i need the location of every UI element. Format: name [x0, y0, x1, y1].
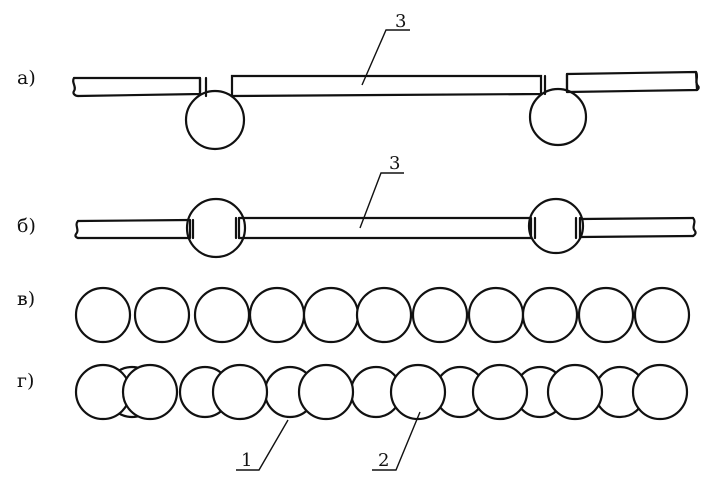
row-b-sheet-edge-mid-right: [529, 216, 537, 240]
row-b-circle-left: [185, 197, 247, 259]
row-g-diagram: г) 1 2: [17, 363, 689, 471]
row-b-sheet-edge-left: [188, 218, 195, 240]
row-a-callout-3: 3: [361, 11, 410, 86]
row-b-sheet-left: [74, 218, 192, 240]
row-g-large-circle-2: [121, 363, 179, 421]
row-g-large-circle-7: [546, 363, 604, 421]
row-v-circle-2: [133, 286, 191, 344]
row-g-callout-1-text: 1: [241, 450, 252, 471]
row-label-g: г): [17, 370, 34, 392]
row-b-callout-3-text: 3: [389, 153, 400, 174]
row-v-circle-chain: [74, 286, 691, 344]
row-g-large-circle-6: [471, 363, 529, 421]
row-a-sheet-left: [72, 76, 202, 98]
row-v-diagram: в): [17, 286, 691, 344]
row-a-circle-left: [184, 89, 246, 151]
row-label-b: б): [17, 215, 36, 237]
row-g-callout-1: 1: [236, 419, 289, 471]
row-b-sheet-right: [578, 216, 697, 239]
row-g-large-circle-3: [211, 363, 269, 421]
row-v-circle-10: [577, 286, 635, 344]
row-g-large-circle-5: [389, 363, 447, 421]
row-v-circle-8: [467, 286, 525, 344]
row-g-large-circle-4: [297, 363, 355, 421]
row-a-circle-right: [528, 87, 588, 147]
row-v-circle-7: [411, 286, 469, 344]
row-v-circle-9: [521, 286, 579, 344]
row-g-callout-2-text: 2: [378, 450, 389, 471]
row-v-circle-4: [248, 286, 306, 344]
row-b-diagram: б) 3: [17, 153, 697, 259]
row-g-large-circle-8: [631, 363, 689, 421]
row-b-sheet-middle: [237, 216, 533, 240]
row-b-sheet-edge-right: [574, 216, 582, 240]
row-b-sheet-edge-mid-left: [234, 216, 241, 240]
row-g-callout-2: 2: [372, 411, 421, 471]
row-a-callout-3-text: 3: [395, 11, 406, 32]
row-label-a: а): [17, 67, 36, 89]
row-v-circle-11: [633, 286, 691, 344]
row-b-callout-3: 3: [359, 153, 404, 229]
row-a-sheet-middle: [230, 74, 543, 98]
row-v-circle-3: [193, 286, 251, 344]
row-b-circle-right: [527, 197, 585, 255]
row-g-circle-chain: [74, 363, 689, 421]
row-v-circle-6: [355, 286, 413, 344]
row-v-circle-5: [302, 286, 360, 344]
row-a-sheet-right: [543, 70, 700, 96]
row-a-diagram: а) 3: [17, 11, 700, 151]
row-label-v: в): [17, 288, 35, 310]
row-v-circle-1: [74, 286, 132, 344]
